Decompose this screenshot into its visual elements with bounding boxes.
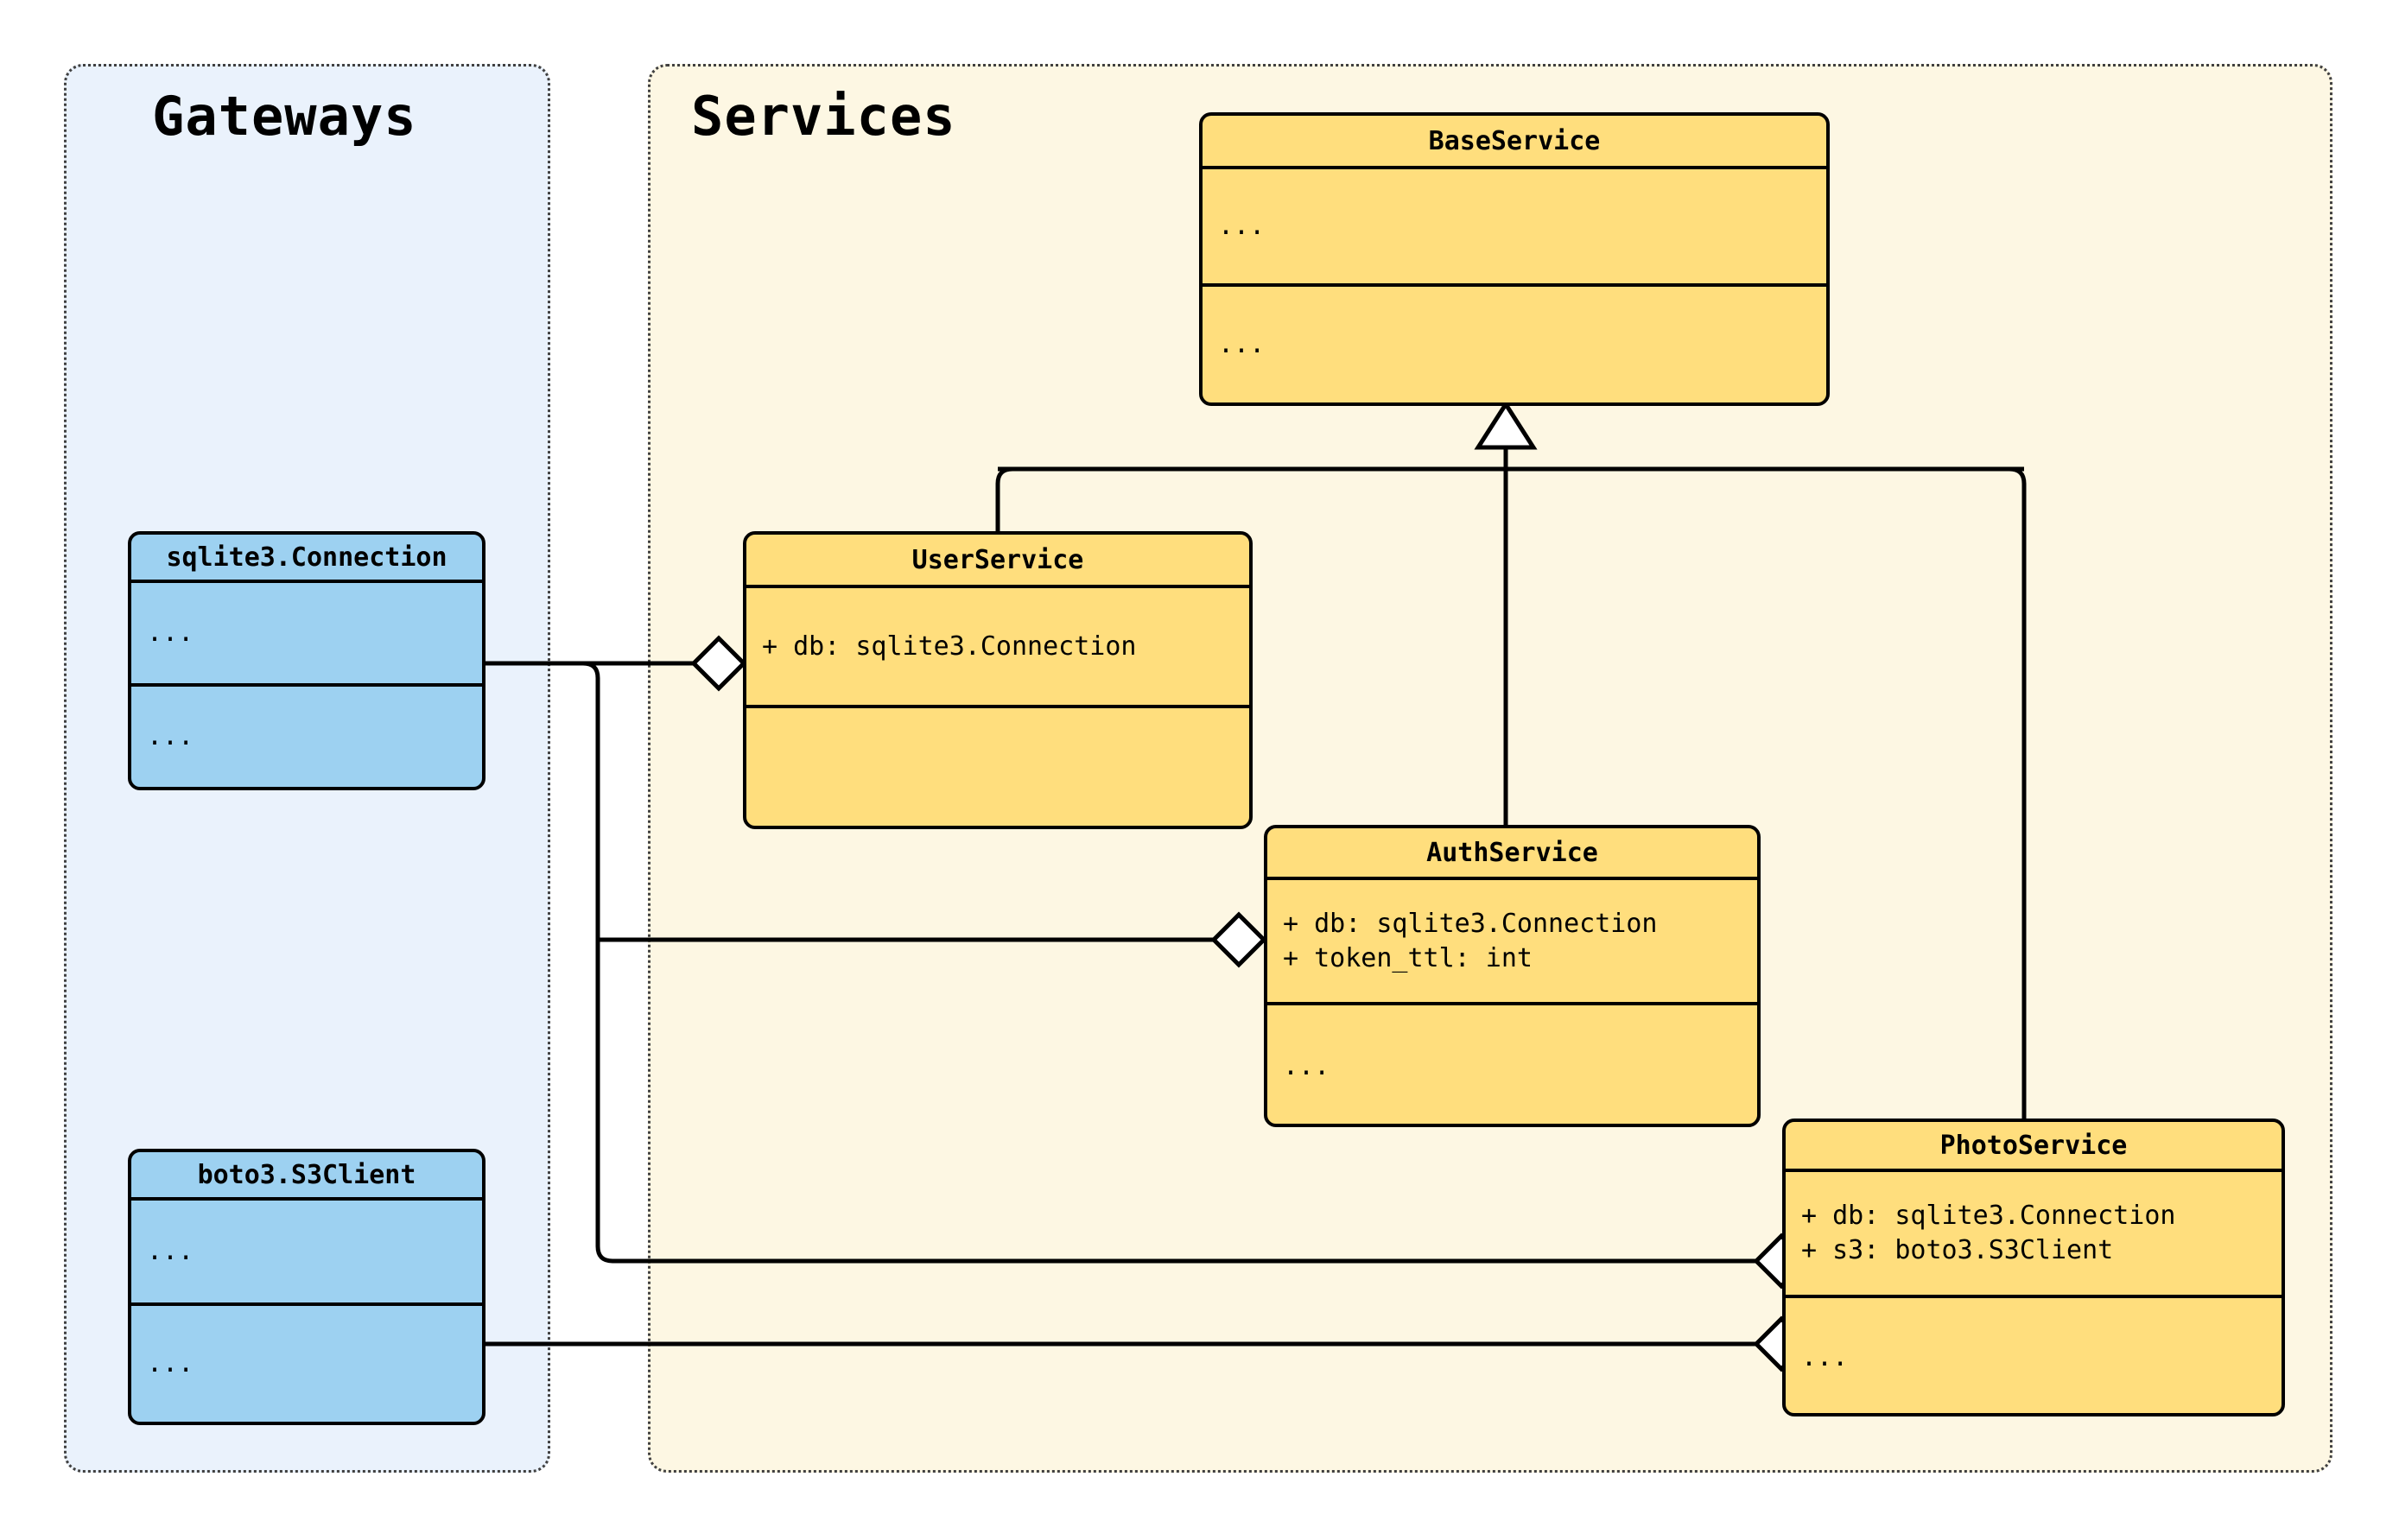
class-name-base-service: BaseService xyxy=(1203,116,1826,169)
class-name-boto3-s3client: boto3.S3Client xyxy=(131,1152,482,1201)
class-operations-boto3-s3client: ... xyxy=(147,1348,194,1379)
class-attributes-photo-service: + db: sqlite3.Connection + s3: boto3.S3C… xyxy=(1786,1172,2282,1298)
class-attributes-sqlite3-connection: ... xyxy=(131,583,482,687)
class-box-photo-service[interactable]: PhotoService + db: sqlite3.Connection + … xyxy=(1782,1119,2285,1416)
class-box-user-service[interactable]: UserService + db: sqlite3.Connection xyxy=(743,531,1253,829)
class-attributes-auth-service: + db: sqlite3.Connection + token_ttl: in… xyxy=(1267,880,1757,1005)
class-name-sqlite3-connection: sqlite3.Connection xyxy=(131,535,482,583)
class-attributes-boto3-s3client: ... xyxy=(131,1201,482,1306)
class-name-photo-service: PhotoService xyxy=(1786,1122,2282,1172)
class-box-boto3-s3client[interactable]: boto3.S3Client ... ... xyxy=(128,1149,486,1425)
package-services-title: Services xyxy=(691,85,956,148)
class-operations-sqlite3-connection: ... xyxy=(147,721,194,752)
class-box-sqlite3-connection[interactable]: sqlite3.Connection ... ... xyxy=(128,531,486,790)
class-name-auth-service: AuthService xyxy=(1267,828,1757,880)
class-attributes-base-service: ... xyxy=(1203,169,1826,287)
class-box-base-service[interactable]: BaseService ... ... xyxy=(1199,112,1830,406)
package-gateways-title: Gateways xyxy=(152,85,417,148)
class-operations-photo-service: ... xyxy=(1801,1341,1849,1372)
class-operations-base-service: ... xyxy=(1218,329,1266,360)
class-operations-user-service xyxy=(746,708,1249,826)
class-operations-auth-service: ... xyxy=(1283,1050,1330,1081)
class-name-user-service: UserService xyxy=(746,535,1249,588)
class-attributes-user-service: + db: sqlite3.Connection xyxy=(746,588,1249,708)
class-box-auth-service[interactable]: AuthService + db: sqlite3.Connection + t… xyxy=(1264,825,1761,1127)
